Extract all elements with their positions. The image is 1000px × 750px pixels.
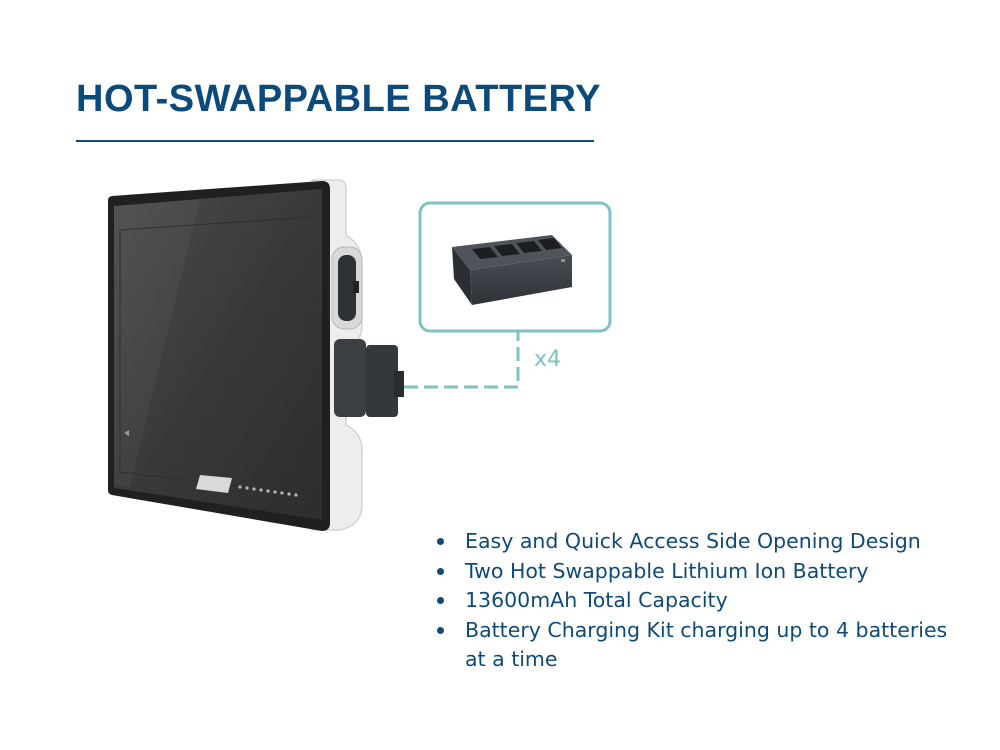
battery-count-label: x4 [534, 347, 562, 372]
feature-text: 13600mAh Total Capacity [465, 588, 728, 612]
feature-item: Battery Charging Kit charging up to 4 ba… [437, 616, 957, 675]
charging-kit-icon [452, 235, 572, 305]
title-underline [76, 140, 594, 142]
feature-text: Two Hot Swappable Lithium Ion Battery [465, 558, 869, 583]
bullet-icon [437, 626, 444, 634]
feature-item: 13600mAh Total Capacity [437, 586, 957, 616]
feature-item: Two Hot Swappable Lithium Ion Battery [437, 557, 957, 587]
bullet-icon [437, 538, 444, 545]
page-title: HOT-SWAPPABLE BATTERY [76, 78, 601, 120]
feature-list: Easy and Quick Access Side Opening Desig… [437, 527, 957, 675]
callout-connector [404, 332, 520, 389]
battery-pack-icon [334, 339, 404, 417]
feature-item: Easy and Quick Access Side Opening Desig… [437, 527, 957, 557]
bullet-icon [437, 597, 444, 604]
tablet-device-icon [108, 179, 363, 531]
feature-text: Battery Charging Kit charging up to 4 ba… [465, 617, 948, 672]
product-illustration [108, 179, 612, 531]
bullet-icon [437, 567, 444, 575]
feature-text: Easy and Quick Access Side Opening Desig… [465, 529, 921, 553]
